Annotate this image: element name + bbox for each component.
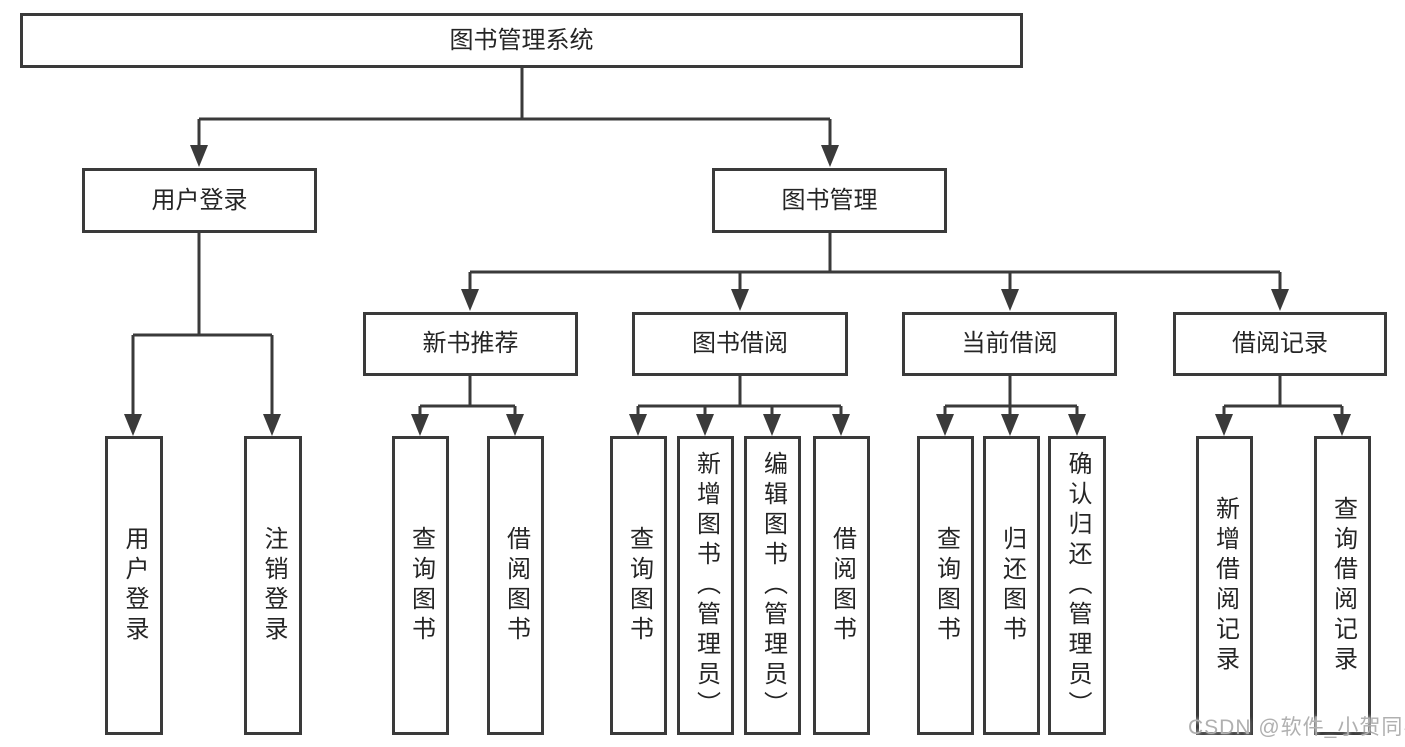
node-label: 当前借阅 xyxy=(961,330,1058,357)
leaf-label: 确认归还（管理员） xyxy=(1064,450,1091,721)
leaf-label: 用户登录 xyxy=(121,525,148,646)
node-current-borrow: 当前借阅 xyxy=(902,312,1117,376)
leaf-add-borrow-record: 新增借阅记录 xyxy=(1196,436,1253,735)
leaf-label: 归还图书 xyxy=(998,525,1026,646)
leaf-label: 注销登录 xyxy=(260,525,287,646)
leaf-query-books: 查询图书 xyxy=(917,436,974,735)
leaf-confirm-return-admin: 确认归还（管理员） xyxy=(1048,436,1106,735)
leaf-label: 查询图书 xyxy=(932,525,960,646)
node-book-borrow: 图书借阅 xyxy=(632,312,848,376)
leaf-borrow-books: 借阅图书 xyxy=(813,436,870,735)
leaf-edit-book-admin: 编辑图书（管理员） xyxy=(744,436,801,735)
leaf-query-books: 查询图书 xyxy=(392,436,449,735)
node-borrow-records: 借阅记录 xyxy=(1173,312,1387,376)
leaf-query-books: 查询图书 xyxy=(610,436,667,735)
node-label: 图书管理系统 xyxy=(449,26,594,54)
leaf-label: 新增图书（管理员） xyxy=(692,450,720,721)
node-label: 用户登录 xyxy=(151,186,248,214)
node-new-book-recommend: 新书推荐 xyxy=(363,312,578,376)
node-label: 借阅记录 xyxy=(1232,330,1328,357)
leaf-label: 新增借阅记录 xyxy=(1211,495,1239,676)
leaf-logout: 注销登录 xyxy=(244,436,302,735)
leaf-label: 查询借阅记录 xyxy=(1329,495,1357,676)
leaf-label: 借阅图书 xyxy=(502,525,530,646)
leaf-user-login: 用户登录 xyxy=(105,436,163,735)
node-label: 图书借阅 xyxy=(692,330,788,357)
leaf-return-book: 归还图书 xyxy=(983,436,1040,735)
node-book-management: 图书管理 xyxy=(712,168,947,233)
node-user-login: 用户登录 xyxy=(82,168,317,233)
leaf-borrow-books: 借阅图书 xyxy=(487,436,544,735)
leaf-label: 借阅图书 xyxy=(828,525,856,646)
node-label: 新书推荐 xyxy=(422,330,519,357)
leaf-label: 编辑图书（管理员） xyxy=(759,450,787,721)
node-label: 图书管理 xyxy=(781,186,878,214)
leaf-query-borrow-record: 查询借阅记录 xyxy=(1314,436,1371,735)
csdn-watermark: CSDN @软件_小贺同学 xyxy=(1188,716,1405,739)
leaf-label: 查询图书 xyxy=(625,525,653,646)
leaf-label: 查询图书 xyxy=(407,525,435,646)
node-library-system: 图书管理系统 xyxy=(20,13,1023,68)
leaf-add-book-admin: 新增图书（管理员） xyxy=(677,436,734,735)
